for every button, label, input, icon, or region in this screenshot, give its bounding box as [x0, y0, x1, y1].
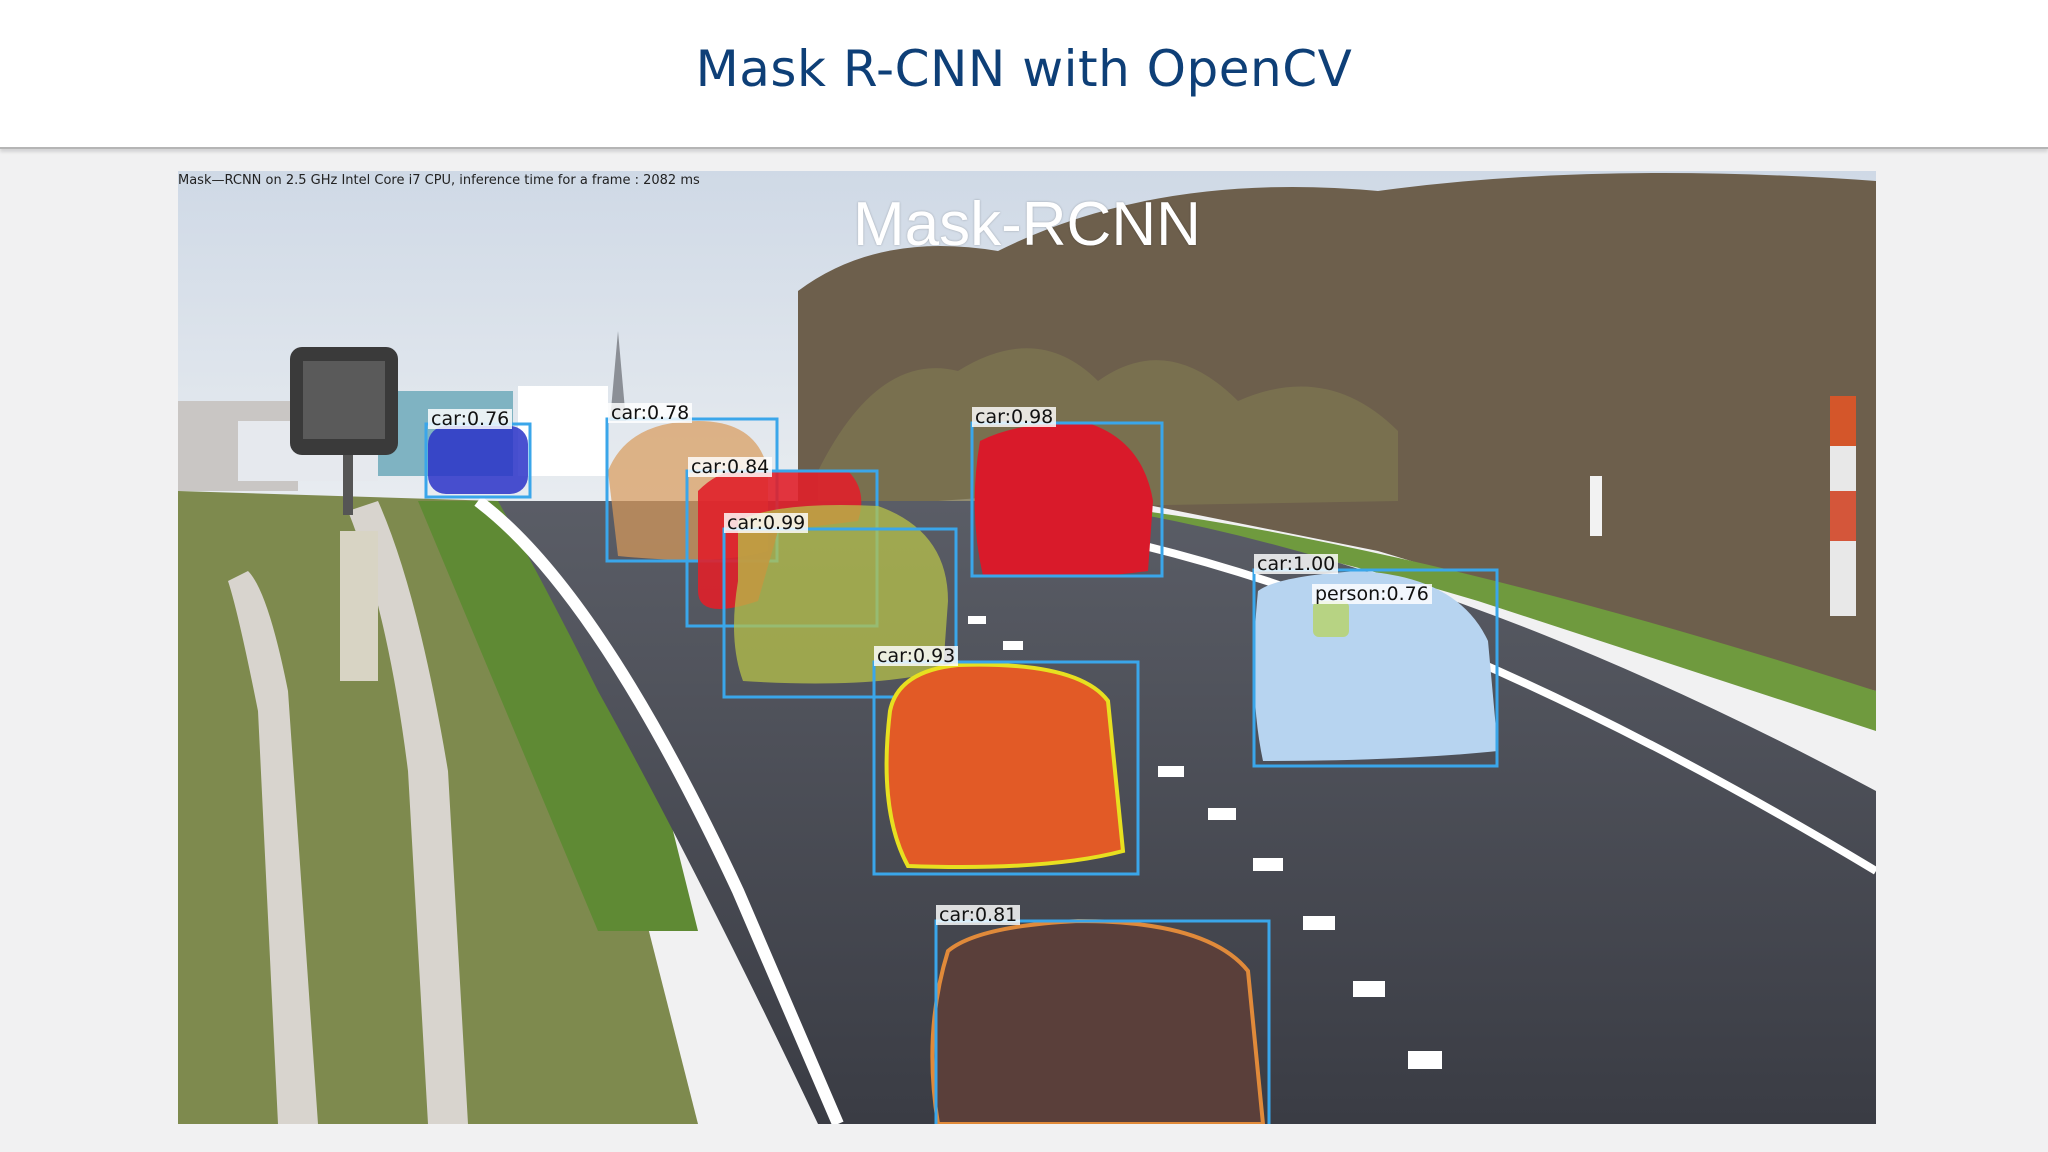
car-mask: [734, 505, 948, 684]
inference-caption: Mask—RCNN on 2.5 GHz Intel Core i7 CPU, …: [178, 173, 700, 188]
detection-box: [970, 421, 1164, 578]
tree-canopy: [818, 348, 1398, 511]
detection-label: car:0.78: [608, 403, 693, 423]
detection-box: [1252, 568, 1499, 768]
person-mask: [1313, 601, 1349, 637]
slide-title: Mask R-CNN with OpenCV: [695, 40, 1353, 98]
road-edge-line: [474, 496, 844, 1124]
pylon: [610, 331, 626, 421]
car-mask: [428, 426, 528, 494]
video-frame: Mask—RCNN on 2.5 GHz Intel Core i7 CPU, …: [178, 171, 1876, 1124]
detection-label: car:1.00: [1254, 554, 1339, 574]
detection-label: car:0.93: [874, 646, 959, 666]
detection-label: car:0.84: [688, 457, 773, 477]
guard-rail: [348, 501, 468, 1124]
detection-label: car:0.99: [724, 513, 809, 533]
slide-header: Mask R-CNN with OpenCV: [0, 0, 2048, 149]
guard-rail: [228, 571, 318, 1124]
overlay-title: Mask-RCNN: [853, 190, 1201, 259]
white-post: [1590, 476, 1602, 536]
detection-label: car:0.98: [972, 407, 1057, 427]
detection-label: person:0.76: [1312, 584, 1432, 604]
detection-box: [722, 527, 958, 699]
detection-label: car:0.81: [936, 905, 1021, 925]
bollard: [340, 531, 378, 681]
car-mask: [974, 422, 1153, 578]
distant-building: [518, 386, 608, 476]
scene-illustration: [178, 171, 1876, 1124]
detection-label: car:0.76: [428, 409, 513, 429]
detection-box: [872, 660, 1140, 876]
road-sign-screen: [303, 361, 385, 439]
sign-post: [343, 455, 353, 515]
car-mask: [886, 664, 1123, 867]
marker-post-band: [1830, 396, 1856, 446]
lane-dashes: [968, 616, 1442, 1069]
marker-post-band: [1830, 491, 1856, 541]
car-mask: [932, 921, 1263, 1124]
detection-box: [934, 919, 1271, 1124]
grass-left-strip: [418, 501, 698, 931]
